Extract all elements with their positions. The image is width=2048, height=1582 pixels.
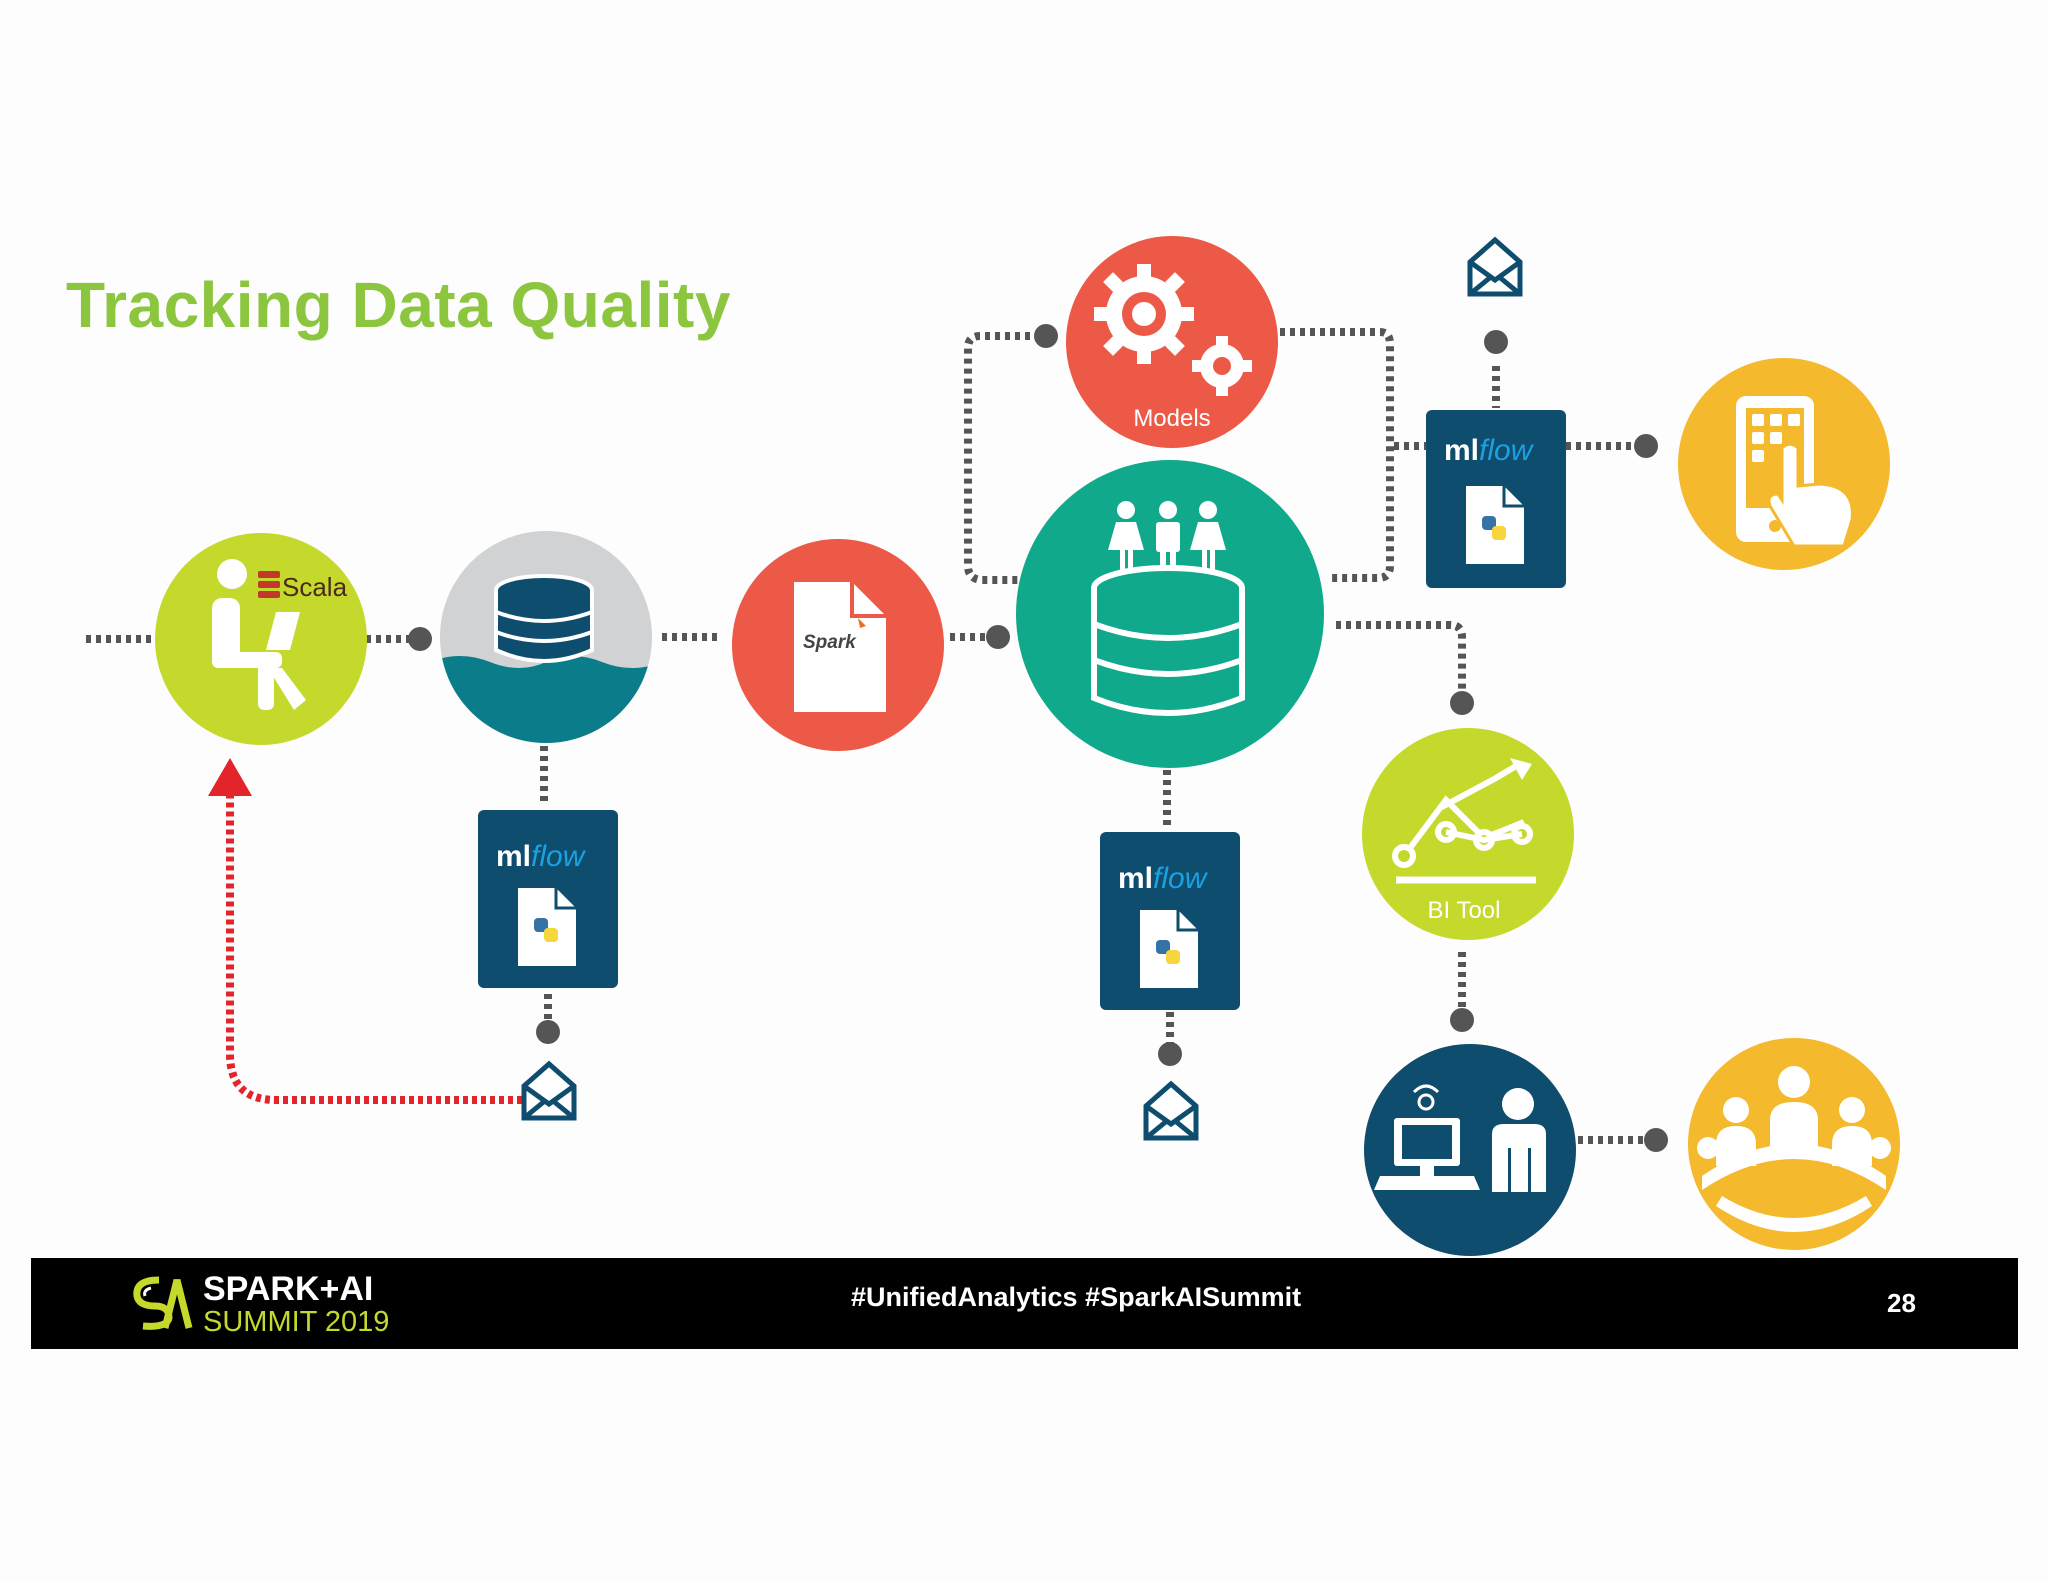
database-icon [1091,565,1245,716]
pipeline-diagram: Scala Spark [86,236,1900,1256]
node-bi-tool: BI Tool [1362,728,1574,940]
mlflow-card-center: mlflow [1100,832,1240,1010]
database-lake-icon [494,574,594,663]
hashtags: #UnifiedAnalytics #SparkAISummit [851,1282,1302,1312]
node-spark-job: Spark [732,539,944,751]
mail-icon [1143,1080,1199,1141]
connector-dots [408,324,1668,1152]
mail-icon [1467,236,1523,297]
connector-models-loop-left [964,332,1040,584]
spark-label: Spark [803,632,857,653]
mlflow-flow-text: flow [1479,434,1535,467]
computer-user-icon [1374,1084,1546,1192]
page-number: 28 [1887,1288,1916,1318]
mlflow-card-left: mlflow [478,810,618,988]
models-label: Models [1133,405,1210,432]
feedback-arrow [208,758,522,1104]
mail-icon [521,1060,577,1121]
connector-store-bi [1336,621,1466,700]
svg-text:mlflow: mlflow [496,840,587,873]
mobile-touch-icon [1736,396,1854,548]
svg-text:mlflow: mlflow [1444,434,1535,467]
scala-logo-icon [258,571,280,598]
mlflow-ml-text: ml [496,840,531,873]
slide-title: Tracking Data Quality [66,269,731,341]
arrow-head-icon [208,758,252,796]
developer-laptop-icon [212,559,306,710]
node-meeting [1688,1038,1900,1250]
summit-logo-icon [133,1276,193,1330]
meeting-table-icon [1697,1066,1891,1232]
footer-bar: SPARK+AI SUMMIT 2019 #UnifiedAnalytics #… [31,1258,2018,1349]
python-file-icon [1140,910,1198,988]
trend-chart-icon [1392,758,1536,884]
mlflow-ml-text: ml [1444,434,1479,467]
people-icon [1108,501,1226,578]
mlflow-card-right: mlflow [1426,410,1566,588]
scala-label: Scala [282,572,348,602]
scala-badge: Scala [258,571,348,602]
connector-models-loop-right [1280,328,1394,582]
node-data-store [1016,460,1324,768]
brand-line1: SPARK+AI [203,1270,374,1308]
spark-file-icon [794,582,886,712]
bi-tool-label: BI Tool [1428,897,1501,924]
node-models: Models [1066,236,1278,448]
python-file-icon [1466,486,1524,564]
mlflow-ml-text: ml [1118,862,1153,895]
node-data-lake [440,531,652,743]
mlflow-flow-text: flow [1153,862,1209,895]
node-analyst [1364,1044,1576,1256]
gears-icon [1094,264,1252,396]
mlflow-flow-text: flow [531,840,587,873]
python-file-icon [518,888,576,966]
brand-line2: SUMMIT 2019 [203,1306,390,1338]
svg-text:mlflow: mlflow [1118,862,1209,895]
node-developer: Scala [155,533,367,745]
node-mobile-app [1678,358,1890,570]
